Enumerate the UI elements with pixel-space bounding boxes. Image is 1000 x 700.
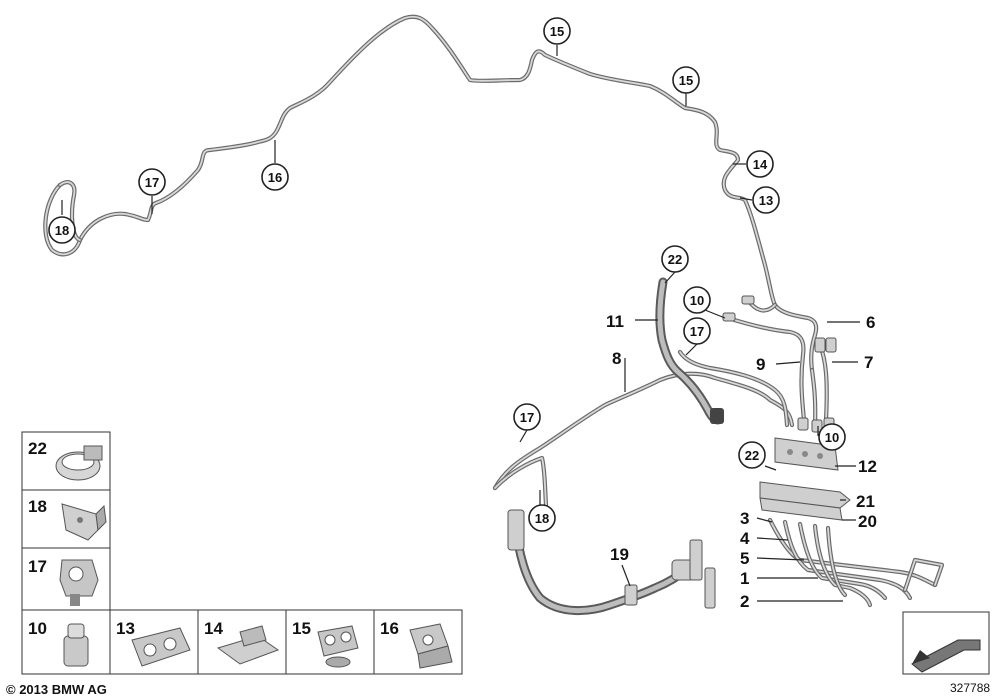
callout-17-c-text: 17 [520, 410, 534, 425]
part-10-fitting [63, 623, 89, 667]
part-22-clamp [55, 445, 103, 481]
drawing-number: 327788 [950, 681, 990, 695]
table-label-18: 18 [28, 497, 47, 516]
label-8: 8 [612, 349, 621, 368]
line-17-branch [677, 349, 790, 428]
table-label-15: 15 [292, 619, 311, 638]
part-13-clip [131, 627, 191, 667]
callout-16-text: 16 [268, 170, 282, 185]
part-17-clip [59, 559, 99, 606]
table-label-22: 22 [28, 439, 47, 458]
part-18-clip [61, 503, 107, 541]
table-label-14: 14 [204, 619, 223, 638]
long-brake-line [43, 14, 778, 308]
label-9: 9 [756, 355, 765, 374]
bracket-21 [759, 481, 851, 521]
callout-10-b-text: 10 [825, 430, 839, 445]
label-11: 11 [606, 312, 624, 331]
callout-13-text: 13 [759, 193, 773, 208]
callout-14: 14 [746, 150, 774, 178]
hose-19 [507, 509, 716, 616]
callout-17-a-text: 17 [145, 175, 159, 190]
hose-11 [655, 277, 724, 425]
callout-22-a-text: 22 [668, 252, 682, 267]
line-7 [809, 342, 829, 428]
table-label-17: 17 [28, 557, 47, 576]
callout-18-a: 18 [48, 216, 76, 244]
label-12: 12 [858, 457, 877, 476]
callout-18-b-text: 18 [535, 511, 549, 526]
callout-13: 13 [752, 186, 780, 214]
table-label-10: 10 [28, 619, 47, 638]
callout-22-a: 22 [661, 245, 689, 273]
part-15-clip [317, 625, 359, 668]
callout-17-c: 17 [513, 403, 541, 431]
label-3: 3 [740, 509, 749, 528]
callout-22-b: 22 [738, 441, 766, 469]
arrow-direction-icon [902, 611, 990, 675]
label-2: 2 [740, 592, 749, 611]
copyright-text: © 2013 BMW AG [6, 682, 107, 697]
callout-15-b-text: 15 [679, 73, 693, 88]
callout-10-a-text: 10 [690, 293, 704, 308]
callout-10-a: 10 [683, 286, 711, 314]
callout-15-b: 15 [672, 66, 700, 94]
callout-10-b: 10 [818, 423, 846, 451]
callout-17-a: 17 [138, 168, 166, 196]
label-6: 6 [866, 313, 875, 332]
part-14-clip [216, 625, 280, 665]
parts-table: 22 18 17 10 13 14 15 16 [21, 431, 463, 675]
callout-17-b-text: 17 [690, 324, 704, 339]
table-label-13: 13 [116, 619, 135, 638]
part-16-clip [409, 623, 453, 669]
label-7: 7 [864, 353, 873, 372]
callout-17-b: 17 [683, 317, 711, 345]
line-8 [492, 371, 795, 508]
callout-18-b: 18 [528, 504, 556, 532]
line-9 [725, 315, 807, 423]
table-label-16: 16 [380, 619, 399, 638]
callout-15-a: 15 [543, 17, 571, 45]
callout-18-a-text: 18 [55, 223, 69, 238]
callout-14-text: 14 [753, 157, 768, 172]
label-20: 20 [858, 512, 877, 531]
label-19: 19 [610, 545, 629, 564]
label-21: 21 [856, 492, 875, 511]
label-1: 1 [740, 569, 749, 588]
callout-15-a-text: 15 [550, 24, 564, 39]
callout-22-b-text: 22 [745, 448, 759, 463]
label-5: 5 [740, 549, 749, 568]
callout-16: 16 [261, 163, 289, 191]
lines-1-to-5 [767, 517, 945, 608]
label-4: 4 [740, 529, 750, 548]
leaders [61, 45, 860, 602]
